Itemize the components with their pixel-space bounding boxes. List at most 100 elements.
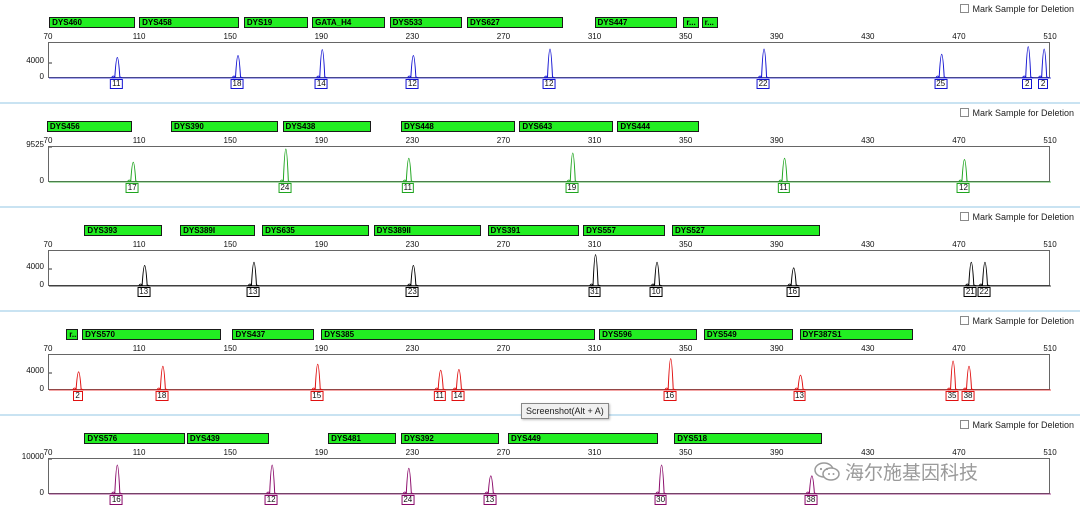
marker-bin[interactable]: DYS456 [46, 121, 133, 132]
allele-call-label[interactable]: 2 [72, 391, 83, 401]
marker-bin[interactable]: DYS570 [82, 329, 222, 340]
marker-bin[interactable]: DYS448 [400, 121, 515, 132]
allele-peak[interactable] [1038, 48, 1050, 79]
allele-call-label[interactable]: 13 [137, 287, 151, 297]
allele-call-label[interactable]: 2 [1022, 79, 1033, 89]
allele-call-label[interactable]: 22 [977, 287, 991, 297]
allele-peak[interactable] [1023, 46, 1034, 79]
marker-bin[interactable]: DYS533 [389, 17, 463, 28]
marker-bin[interactable]: DYS576 [84, 433, 185, 444]
marker-bin[interactable]: r... [701, 17, 718, 28]
allele-call-label[interactable]: 24 [401, 495, 415, 505]
allele-peak[interactable] [963, 365, 975, 391]
marker-bin[interactable]: DYS19 [243, 17, 308, 28]
mark-deletion-checkbox[interactable]: Mark Sample for Deletion [960, 106, 1074, 119]
marker-bin[interactable]: DYS391 [487, 225, 579, 236]
marker-bin[interactable]: DYS635 [262, 225, 370, 236]
allele-peak[interactable] [232, 55, 244, 79]
allele-peak[interactable] [317, 49, 328, 79]
allele-peak[interactable] [408, 265, 419, 287]
marker-bin[interactable]: DYS389I [180, 225, 256, 236]
allele-call-label[interactable]: 13 [793, 391, 806, 401]
allele-peak[interactable] [966, 261, 977, 287]
marker-bin[interactable]: DYF387S1 [799, 329, 914, 340]
allele-call-label[interactable]: 30 [654, 495, 668, 505]
allele-call-label[interactable]: 12 [957, 183, 970, 193]
allele-peak[interactable] [157, 365, 169, 391]
mark-deletion-checkbox[interactable]: Mark Sample for Deletion [960, 314, 1074, 327]
checkbox-icon[interactable] [960, 212, 970, 221]
checkbox-icon[interactable] [960, 4, 970, 13]
allele-peak[interactable] [959, 159, 970, 183]
allele-peak[interactable] [665, 358, 676, 391]
marker-bin[interactable]: DYS438 [282, 121, 372, 132]
allele-peak[interactable] [403, 157, 414, 183]
marker-bin[interactable]: DYS385 [321, 329, 595, 340]
allele-peak[interactable] [280, 148, 292, 183]
allele-peak[interactable] [112, 464, 123, 495]
marker-bin[interactable]: DYS437 [232, 329, 315, 340]
marker-bin[interactable]: DYS458 [139, 17, 240, 28]
allele-peak[interactable] [779, 157, 790, 183]
allele-peak[interactable] [936, 53, 947, 79]
allele-peak[interactable] [806, 475, 818, 495]
allele-call-label[interactable]: 14 [314, 79, 328, 89]
allele-call-label[interactable]: 23 [405, 287, 419, 297]
marker-bin[interactable]: DYS389II [373, 225, 481, 236]
marker-bin[interactable]: DYS460 [49, 17, 135, 28]
allele-peak[interactable] [544, 48, 556, 79]
allele-call-label[interactable]: 11 [401, 183, 414, 193]
mark-deletion-checkbox[interactable]: Mark Sample for Deletion [960, 2, 1074, 15]
allele-call-label[interactable]: 35 [945, 391, 959, 401]
allele-peak[interactable] [73, 371, 84, 391]
allele-call-label[interactable]: 16 [663, 391, 677, 401]
allele-call-label[interactable]: 31 [588, 287, 601, 297]
allele-peak[interactable] [795, 374, 806, 391]
marker-bin[interactable]: DYS393 [84, 225, 162, 236]
marker-bin[interactable]: DYS596 [599, 329, 698, 340]
marker-bin[interactable]: DYS557 [583, 225, 666, 236]
marker-bin[interactable]: r... [683, 17, 700, 28]
checkbox-icon[interactable] [960, 420, 970, 429]
allele-call-label[interactable]: 17 [125, 183, 139, 193]
checkbox-icon[interactable] [960, 108, 970, 117]
allele-peak[interactable] [453, 369, 465, 391]
allele-call-label[interactable]: 11 [433, 391, 446, 401]
allele-peak[interactable] [651, 261, 663, 287]
allele-peak[interactable] [567, 152, 578, 183]
allele-call-label[interactable]: 18 [155, 391, 169, 401]
allele-peak[interactable] [590, 254, 601, 287]
mark-deletion-checkbox[interactable]: Mark Sample for Deletion [960, 210, 1074, 223]
allele-peak[interactable] [112, 57, 123, 79]
allele-call-label[interactable]: 16 [786, 287, 800, 297]
allele-peak[interactable] [403, 467, 414, 495]
marker-bin[interactable]: DYS518 [674, 433, 823, 444]
marker-bin[interactable]: DYS444 [617, 121, 700, 132]
allele-call-label[interactable]: 22 [756, 79, 770, 89]
allele-call-label[interactable]: 38 [804, 495, 818, 505]
allele-call-label[interactable]: 18 [230, 79, 244, 89]
allele-call-label[interactable]: 13 [246, 287, 260, 297]
allele-call-label[interactable]: 2 [1038, 79, 1049, 89]
allele-call-label[interactable]: 12 [264, 495, 278, 505]
allele-peak[interactable] [758, 48, 770, 79]
marker-bin[interactable]: DYS449 [508, 433, 659, 444]
marker-bin[interactable]: GATA_H4 [312, 17, 386, 28]
marker-bin[interactable]: DYS481 [328, 433, 397, 444]
allele-call-label[interactable]: 11 [777, 183, 790, 193]
allele-call-label[interactable]: 25 [934, 79, 948, 89]
allele-peak[interactable] [979, 261, 991, 287]
marker-bin[interactable]: DYS527 [671, 225, 820, 236]
marker-bin[interactable]: DYS439 [186, 433, 269, 444]
allele-call-label[interactable]: 19 [565, 183, 579, 193]
allele-peak[interactable] [408, 55, 419, 79]
allele-call-label[interactable]: 13 [483, 495, 497, 505]
allele-call-label[interactable]: 24 [278, 183, 292, 193]
allele-call-label[interactable]: 12 [405, 79, 419, 89]
marker-bin[interactable]: DYS627 [467, 17, 563, 28]
allele-call-label[interactable]: 38 [961, 391, 975, 401]
marker-bin[interactable]: DYS447 [594, 17, 677, 28]
allele-peak[interactable] [312, 363, 323, 391]
allele-peak[interactable] [485, 475, 496, 495]
allele-peak[interactable] [139, 265, 150, 287]
